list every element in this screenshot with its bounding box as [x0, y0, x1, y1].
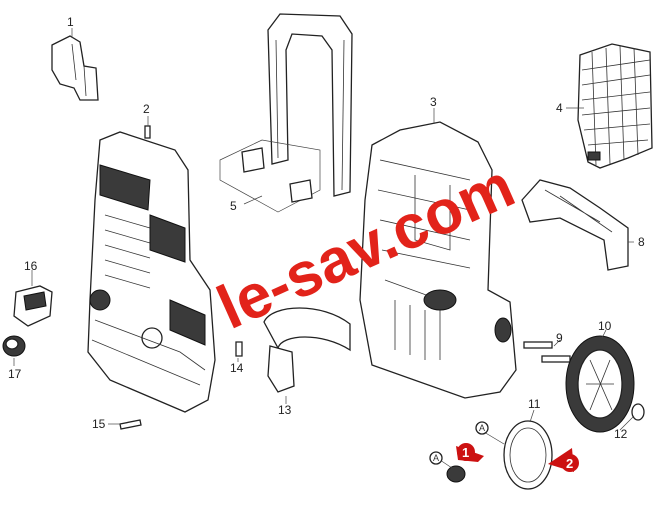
part-10-wheel — [565, 335, 635, 433]
leader-lines — [13, 28, 635, 469]
callout-13: 13 — [278, 403, 292, 417]
part-9-pins — [523, 341, 571, 363]
part-3-rear-housing — [359, 121, 517, 399]
circle-a-1: A — [433, 453, 439, 463]
part-5-clips — [219, 139, 321, 213]
callout-4: 4 — [556, 101, 563, 115]
part-1-top-cap — [51, 35, 99, 101]
part-12-small-cap — [631, 403, 645, 421]
callout-3: 3 — [430, 95, 437, 109]
small-cap-a — [446, 465, 466, 483]
part-15-screw — [119, 419, 142, 430]
part-8-rear-panel — [521, 179, 629, 271]
part-16-switch — [13, 285, 53, 327]
callout-17: 17 — [8, 367, 22, 381]
part-17-knob — [2, 335, 26, 357]
callout-5: 5 — [230, 199, 237, 213]
step-marker-2: 2 — [548, 448, 579, 472]
housing-front — [87, 131, 216, 413]
svg-text:2: 2 — [566, 456, 573, 471]
callout-14: 14 — [230, 361, 244, 375]
callout-12: 12 — [614, 427, 628, 441]
part-13-hose-guide — [263, 307, 351, 393]
step-marker-1: 1 — [456, 443, 484, 462]
callout-15: 15 — [92, 417, 106, 431]
part-14-screw — [235, 341, 243, 357]
part-4-filter-net — [577, 43, 653, 169]
circle-a-markers: A A — [429, 421, 489, 465]
callout-labels: 1 2 3 4 5 8 9 10 11 12 13 14 15 16 17 — [8, 15, 645, 441]
callout-10: 10 — [598, 319, 612, 333]
callout-16: 16 — [24, 259, 38, 273]
circle-a-2: A — [479, 423, 485, 433]
callout-11: 11 — [528, 397, 541, 411]
callout-9: 9 — [556, 331, 563, 345]
callout-8: 8 — [638, 235, 645, 249]
part-2-screw — [144, 125, 151, 139]
callout-2: 2 — [143, 102, 150, 116]
handle-frame — [267, 13, 353, 197]
svg-text:1: 1 — [462, 445, 469, 460]
callout-1: 1 — [67, 15, 74, 29]
part-11-hubcap — [503, 420, 553, 490]
